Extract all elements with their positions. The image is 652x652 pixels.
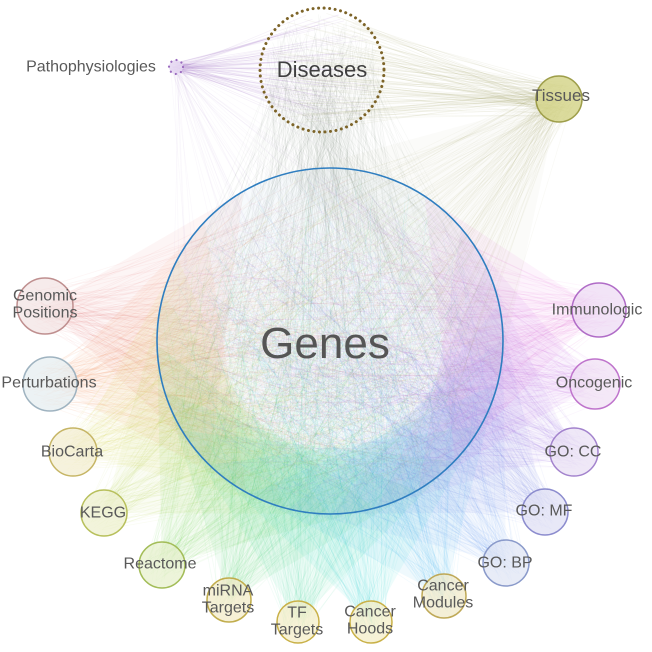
node-go-cc[interactable]	[549, 427, 599, 477]
edge-wedge-biocarta	[73, 258, 286, 509]
node-tissues[interactable]	[535, 75, 583, 123]
edge-bundle-pathophysiologies-genes	[170, 62, 476, 503]
edge-bundle-perturbations-genes	[29, 178, 495, 499]
edge-bundle-cancer-hoods-genes	[176, 194, 492, 639]
node-oncogenic[interactable]	[569, 358, 621, 410]
node-kegg[interactable]	[80, 489, 128, 537]
node-cancer-hoods[interactable]	[349, 600, 393, 644]
node-diseases[interactable]	[258, 6, 386, 134]
edge-wedge-go-bp	[288, 338, 506, 563]
edge-wedge-cancer-modules	[249, 383, 498, 596]
node-immunologic[interactable]	[571, 282, 627, 338]
node-cancer-modules[interactable]	[421, 573, 467, 619]
edge-wedge-perturbations	[50, 221, 247, 493]
node-biocarta[interactable]	[48, 427, 98, 477]
node-perturbations[interactable]	[22, 356, 78, 412]
edge-wedge-immunologic	[424, 196, 599, 461]
edge-wedge-oncogenic	[418, 228, 595, 490]
edge-bundle-go-cc-genes	[174, 174, 593, 508]
node-mirna-targets[interactable]	[206, 577, 252, 623]
edge-bundle-genomic-positions-genes	[23, 176, 489, 494]
edge-wedge-mirna-targets	[164, 392, 418, 600]
node-genes[interactable]	[156, 167, 504, 515]
edge-wedge-go-mf	[331, 303, 545, 514]
edge-bundle-tissues-diseases	[266, 13, 578, 128]
edge-wedge-reactome	[157, 344, 375, 565]
node-go-bp[interactable]	[482, 539, 530, 587]
edge-wedge-cancer-hoods	[209, 425, 481, 622]
edge-bundle-go-mf-genes	[174, 176, 563, 530]
node-pathophysiologies[interactable]	[167, 58, 185, 76]
edge-wedge-go-cc	[376, 266, 574, 508]
edge-wedge-kegg	[104, 295, 330, 514]
node-tf-targets[interactable]	[276, 600, 320, 644]
node-reactome[interactable]	[138, 541, 186, 589]
node-genomic-positions[interactable]	[16, 277, 74, 335]
edge-bundle-mirna-targets-genes	[162, 176, 486, 617]
edge-bundle-oncogenic-genes	[171, 177, 613, 502]
edge-bundle-tf-targets-genes	[171, 183, 490, 637]
edge-bundle-kegg-genes	[87, 192, 493, 531]
edge-wedge-genomic-positions	[45, 191, 244, 466]
edge-bundle-go-bp-genes	[178, 177, 525, 581]
edge-bundle-reactome-genes	[143, 196, 486, 583]
edge-bundle-tissues-genes	[165, 81, 578, 496]
edge-bundle-biocarta-genes	[54, 176, 497, 509]
node-go-mf[interactable]	[521, 488, 569, 536]
edge-wedge-tf-targets	[182, 430, 454, 622]
edge-bundle-immunologic-genes	[175, 182, 620, 495]
